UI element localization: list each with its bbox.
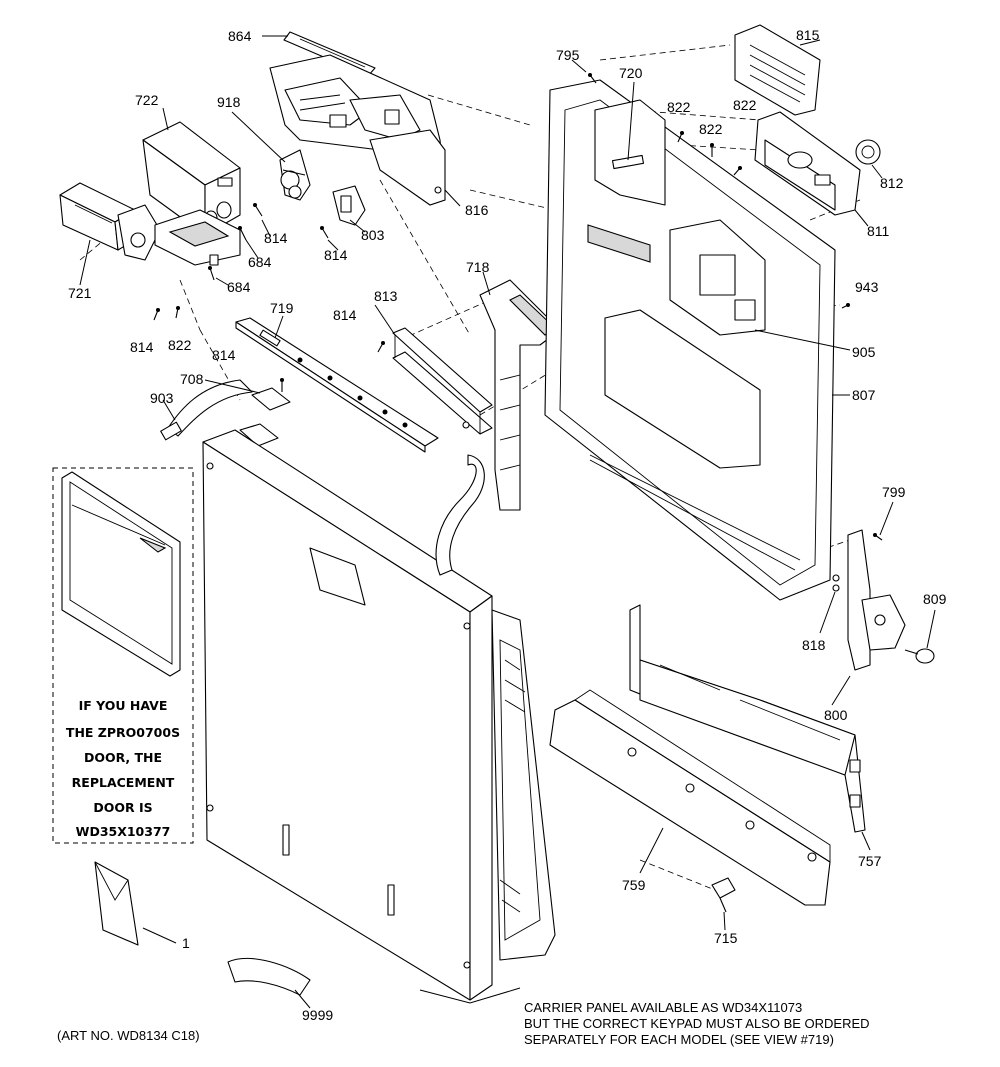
part-757-panel bbox=[629, 604, 866, 833]
label-9999: 9999 bbox=[302, 1007, 333, 1023]
part-708-switch bbox=[239, 387, 291, 447]
part-715-screw bbox=[711, 877, 736, 913]
label-814a: 814 bbox=[264, 230, 288, 246]
carrier-note-line-2: BUT THE CORRECT KEYPAD MUST ALSO BE ORDE… bbox=[524, 1016, 870, 1031]
part-918-connector bbox=[279, 149, 311, 201]
label-721: 721 bbox=[68, 285, 92, 301]
label-903: 903 bbox=[150, 390, 174, 406]
door-note-line-2: THE ZPRO0700S bbox=[66, 725, 180, 740]
label-814e: 814 bbox=[333, 307, 357, 323]
door-inset-box bbox=[52, 467, 194, 844]
door-note-line-1: IF YOU HAVE bbox=[79, 698, 168, 713]
part-718-duct bbox=[479, 279, 561, 511]
label-809: 809 bbox=[923, 591, 947, 607]
label-684a: 684 bbox=[248, 254, 272, 270]
part-807-inner-door bbox=[544, 79, 836, 601]
label-799: 799 bbox=[882, 484, 906, 500]
label-814c: 814 bbox=[130, 339, 154, 355]
screws-left bbox=[153, 203, 385, 392]
label-800: 800 bbox=[824, 707, 848, 723]
door-note: IF YOU HAVE THE ZPRO0700S DOOR, THE REPL… bbox=[66, 698, 180, 839]
part-keypad-board bbox=[154, 209, 241, 266]
label-811: 811 bbox=[867, 223, 890, 239]
part-812-knob bbox=[855, 139, 881, 165]
part-809-roller bbox=[904, 648, 935, 664]
art-number: (ART NO. WD8134 C18) bbox=[57, 1028, 200, 1043]
label-684b: 684 bbox=[227, 279, 251, 295]
label-803: 803 bbox=[361, 227, 385, 243]
label-816: 816 bbox=[465, 202, 489, 218]
part-721-motor bbox=[59, 182, 161, 261]
label-719: 719 bbox=[270, 300, 294, 316]
label-718: 718 bbox=[466, 259, 490, 275]
door-note-line-6: WD35X10377 bbox=[76, 824, 171, 839]
part-outer-door bbox=[202, 429, 493, 1001]
part-1-literature bbox=[94, 861, 139, 946]
part-803-clip bbox=[332, 185, 366, 226]
part-903-ribbon bbox=[160, 379, 253, 441]
ribbon-cable bbox=[435, 454, 485, 576]
label-813: 813 bbox=[374, 288, 398, 304]
label-812: 812 bbox=[880, 175, 904, 191]
label-757: 757 bbox=[858, 853, 882, 869]
label-795: 795 bbox=[556, 47, 580, 63]
label-814b: 814 bbox=[324, 247, 348, 263]
label-818: 818 bbox=[802, 637, 826, 653]
label-864: 864 bbox=[228, 28, 252, 44]
label-715: 715 bbox=[714, 930, 738, 946]
part-815-vent bbox=[734, 24, 821, 116]
part-carrier-panel bbox=[491, 609, 556, 961]
label-905: 905 bbox=[852, 344, 876, 360]
part-759-kickplate bbox=[549, 689, 831, 906]
leader-lines bbox=[79, 35, 936, 1009]
part-9999-pouch bbox=[227, 958, 311, 996]
label-722: 722 bbox=[135, 92, 159, 108]
label-807: 807 bbox=[852, 387, 876, 403]
part-813-bracket bbox=[392, 327, 493, 435]
part-816-bracket bbox=[269, 54, 446, 206]
part-811-dispenser bbox=[754, 111, 861, 216]
carrier-note-line-1: CARRIER PANEL AVAILABLE AS WD34X11073 bbox=[524, 1000, 802, 1015]
label-822c: 822 bbox=[699, 121, 723, 137]
label-822d: 822 bbox=[733, 97, 757, 113]
label-759: 759 bbox=[622, 877, 646, 893]
screws-right bbox=[588, 73, 883, 541]
label-1: 1 bbox=[182, 935, 190, 951]
label-943: 943 bbox=[855, 279, 879, 295]
label-814d: 814 bbox=[212, 347, 236, 363]
door-note-line-5: DOOR IS bbox=[93, 800, 152, 815]
label-815: 815 bbox=[796, 27, 820, 43]
part-719-keypad bbox=[235, 317, 439, 453]
part-800-hinge bbox=[832, 529, 906, 671]
label-918: 918 bbox=[217, 94, 241, 110]
label-822a: 822 bbox=[168, 337, 192, 353]
door-note-line-3: DOOR, THE bbox=[84, 750, 162, 765]
label-822b: 822 bbox=[667, 99, 691, 115]
carrier-note: CARRIER PANEL AVAILABLE AS WD34X11073 BU… bbox=[524, 1000, 870, 1047]
label-720: 720 bbox=[619, 65, 643, 81]
carrier-note-line-3: SEPARATELY FOR EACH MODEL (SEE VIEW #719… bbox=[524, 1032, 834, 1047]
callout-labels: 864 722 918 816 721 814 684 803 814 684 … bbox=[68, 27, 947, 1023]
door-note-line-4: REPLACEMENT bbox=[72, 775, 175, 790]
label-708: 708 bbox=[180, 371, 204, 387]
